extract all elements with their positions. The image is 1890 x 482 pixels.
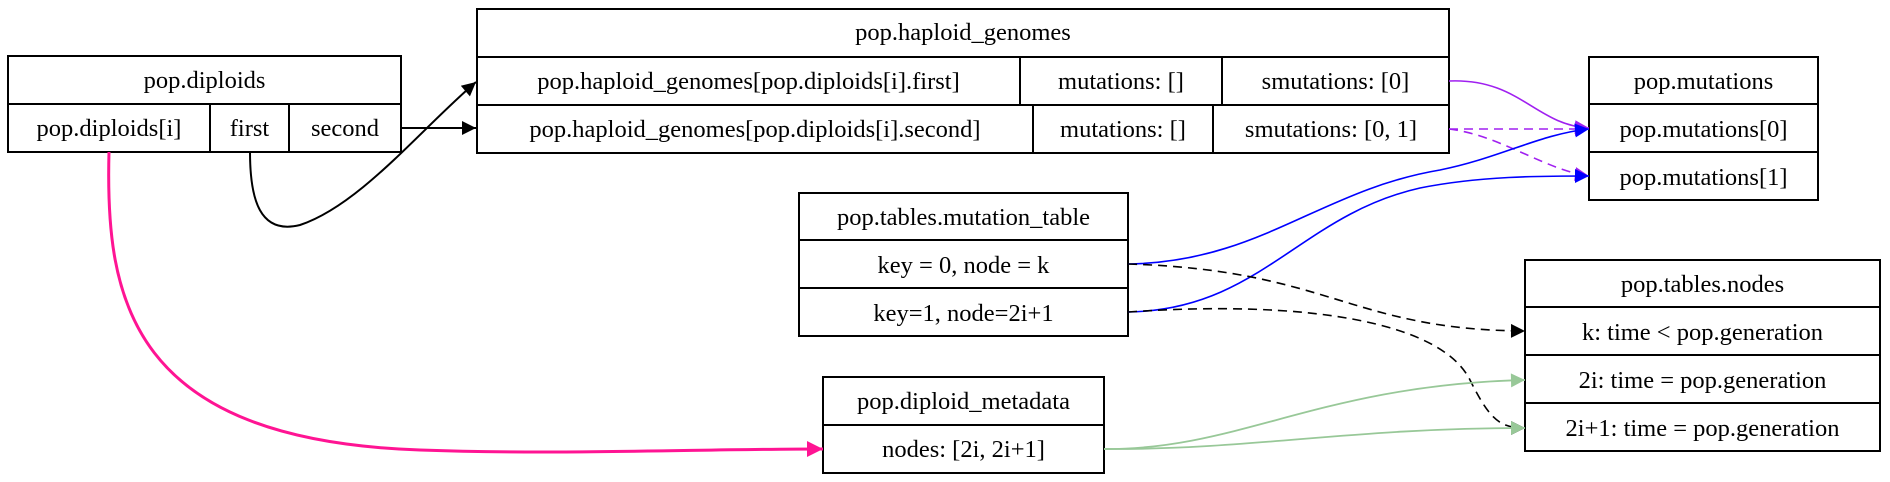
- mutation-table-title: pop.tables.mutation_table: [837, 204, 1090, 231]
- edge-diploid-to-metadata: [107, 151, 824, 458]
- diploid-metadata-nodes-row: nodes: [2i, 2i+1]: [882, 436, 1045, 463]
- mutations-box: [1588, 56, 1819, 201]
- haploid-genome-first-smutations: smutations: [0]: [1262, 68, 1410, 95]
- edge-smut0-to-mutation0: [1448, 80, 1590, 135]
- edge-smut01-to-mutation1: [1448, 128, 1590, 182]
- diploids-node: pop.diploids pop.diploids[i] first secon…: [7, 55, 402, 153]
- haploid-genomes-node: pop.haploid_genomes pop.haploid_genomes[…: [476, 8, 1450, 154]
- diploids-title: pop.diploids: [144, 67, 266, 94]
- mutation-table-row-0: key = 0, node = k: [878, 252, 1051, 279]
- diploid-metadata-title: pop.diploid_metadata: [857, 388, 1070, 415]
- edge-first-to-genome-first: [249, 81, 477, 228]
- diploid-metadata-node: pop.diploid_metadata nodes: [2i, 2i+1]: [822, 376, 1105, 474]
- edge-metadata-to-node-2i: [1103, 373, 1526, 450]
- mutation-table-node: pop.tables.mutation_table key = 0, node …: [798, 192, 1129, 337]
- haploid-genome-second-smutations: smutations: [0, 1]: [1245, 116, 1417, 143]
- mutation-1-label: pop.mutations[1]: [1619, 164, 1787, 191]
- haploid-genome-second-mutations: mutations: []: [1060, 116, 1186, 143]
- haploid-genome-second-label: pop.haploid_genomes[pop.diploids[i].seco…: [529, 116, 980, 143]
- node-2i1-row: 2i+1: time = pop.generation: [1566, 415, 1840, 442]
- mutations-node: pop.mutations pop.mutations[0] pop.mutat…: [1588, 56, 1819, 201]
- haploid-genome-first-label: pop.haploid_genomes[pop.diploids[i].firs…: [537, 68, 960, 95]
- diploids-cell-second: second: [311, 115, 379, 142]
- edge-key0-to-mutation0: [1127, 123, 1590, 265]
- diploids-cell-first: first: [230, 115, 270, 142]
- node-k-row: k: time < pop.generation: [1582, 319, 1823, 346]
- edge-key1-to-node-2i1: [1127, 307, 1526, 435]
- diploids-cell-index: pop.diploids[i]: [37, 115, 182, 142]
- mutation-0-label: pop.mutations[0]: [1619, 116, 1787, 143]
- nodes-table-node: pop.tables.nodes k: time < pop.generatio…: [1524, 259, 1881, 452]
- mutations-title: pop.mutations: [1634, 68, 1774, 95]
- edge-key1-to-mutation1: [1127, 169, 1590, 313]
- haploid-genomes-title: pop.haploid_genomes: [855, 19, 1071, 46]
- edge-metadata-to-node-2i1: [1103, 421, 1526, 450]
- mutation-table-row-1: key=1, node=2i+1: [873, 300, 1053, 327]
- haploid-genomes-box: [476, 8, 1450, 154]
- nodes-table-title: pop.tables.nodes: [1621, 271, 1784, 298]
- haploid-genome-first-mutations: mutations: []: [1058, 68, 1184, 95]
- edge-key0-to-node-k: [1127, 263, 1526, 338]
- node-2i-row: 2i: time = pop.generation: [1579, 367, 1827, 394]
- mutation-table-box: [798, 192, 1129, 337]
- edges: [107, 80, 1590, 458]
